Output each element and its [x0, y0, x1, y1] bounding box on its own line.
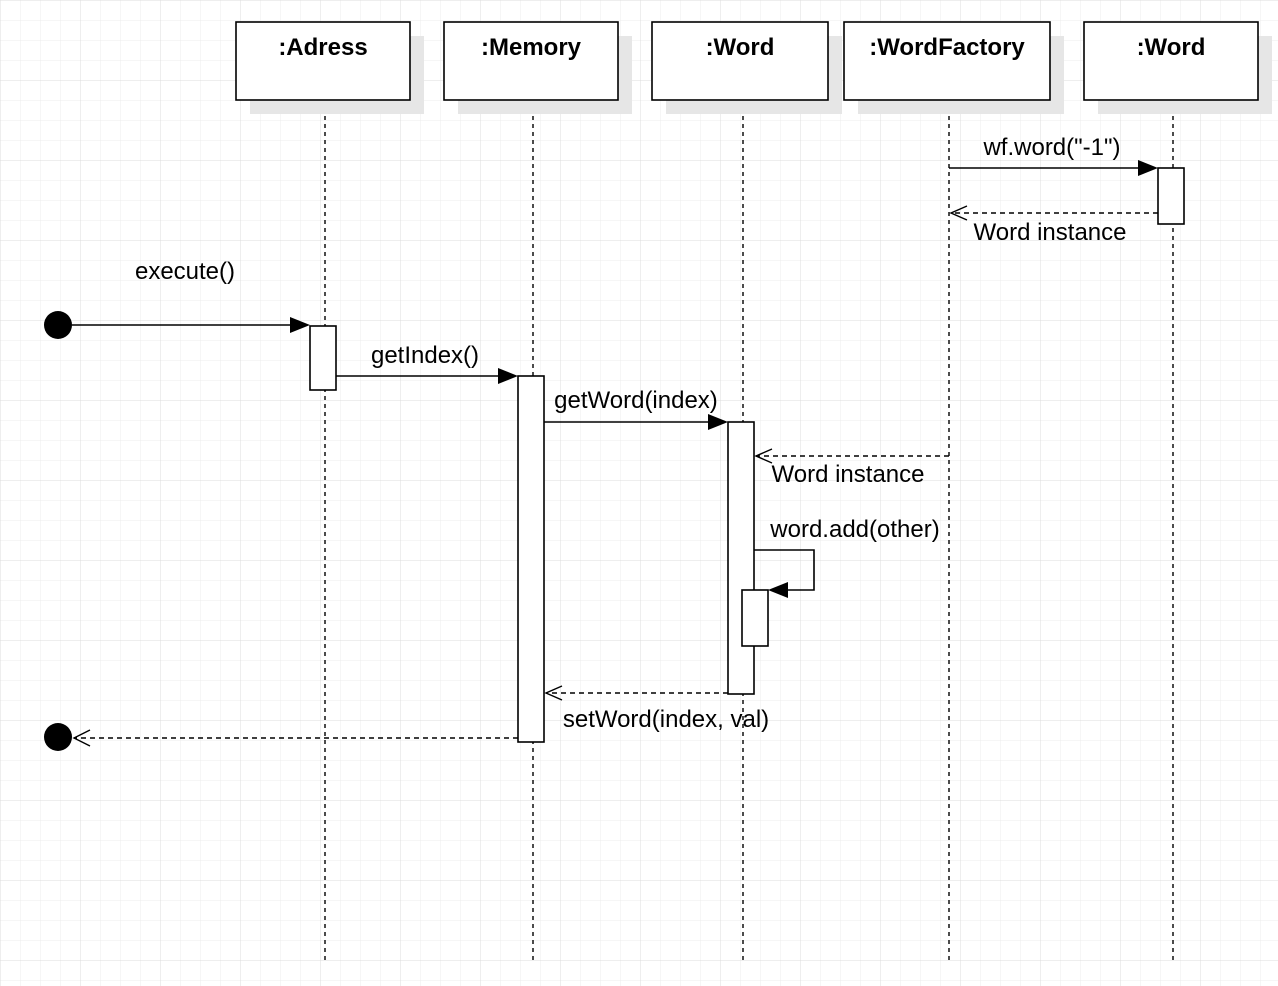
return-set-word[interactable]: setWord(index, val): [544, 685, 769, 733]
participant-wordfactory-label: :WordFactory: [869, 34, 1025, 61]
return-word-instance-top[interactable]: Word instance: [949, 205, 1158, 246]
return-set-word-label: setWord(index, val): [563, 706, 769, 733]
return-word-instance-mid-label: Word instance: [772, 461, 925, 488]
message-word-add-label: word.add(other): [769, 516, 939, 543]
participant-adress[interactable]: :Adress: [235, 21, 424, 114]
message-execute[interactable]: execute(): [72, 258, 310, 333]
message-get-word-label: getWord(index): [554, 387, 718, 414]
participant-memory-label: :Memory: [481, 34, 582, 61]
activation-memory: [517, 375, 545, 743]
message-get-word[interactable]: getWord(index): [544, 387, 728, 430]
activation-word-2: [1157, 167, 1185, 225]
activation-adress: [309, 325, 337, 391]
return-word-instance-top-label: Word instance: [974, 219, 1127, 246]
message-execute-label: execute(): [135, 258, 235, 285]
return-final[interactable]: [72, 729, 518, 747]
participant-word-label: :Word: [706, 34, 775, 61]
final-node: [44, 723, 72, 751]
initial-node: [44, 311, 72, 339]
participant-memory[interactable]: :Memory: [443, 21, 632, 114]
message-get-index-label: getIndex(): [371, 342, 479, 369]
message-get-index[interactable]: getIndex(): [336, 342, 518, 384]
message-word-add[interactable]: word.add(other): [754, 516, 940, 598]
participant-word-2[interactable]: :Word: [1083, 21, 1272, 114]
participant-word-2-label: :Word: [1137, 34, 1206, 61]
message-wf-word-label: wf.word("-1"): [982, 134, 1120, 161]
participant-wordfactory[interactable]: :WordFactory: [843, 21, 1064, 114]
activation-word-self: [741, 589, 769, 647]
return-word-instance-mid[interactable]: Word instance: [754, 448, 949, 488]
activation-word: [727, 421, 755, 695]
participant-adress-label: :Adress: [278, 34, 367, 61]
participant-word[interactable]: :Word: [651, 21, 842, 114]
message-wf-word[interactable]: wf.word("-1"): [949, 134, 1158, 176]
